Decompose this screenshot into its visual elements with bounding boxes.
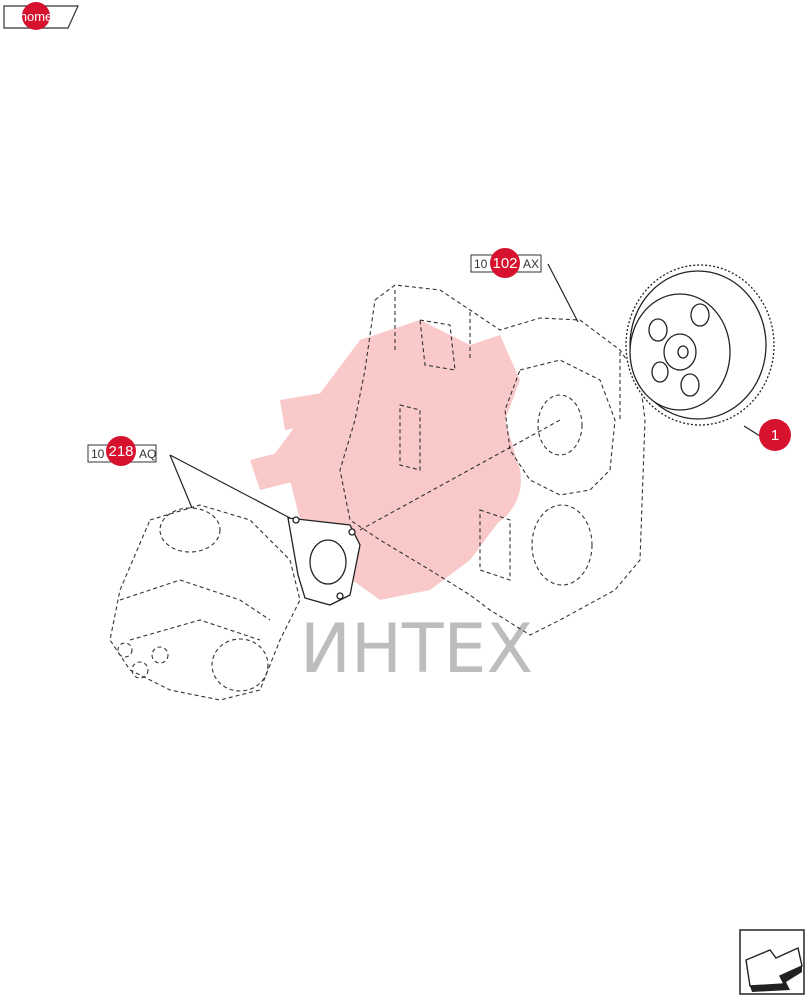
callout-1[interactable]: 1 bbox=[759, 419, 791, 451]
leader-lines bbox=[169, 263, 761, 519]
pump-gasket bbox=[287, 516, 361, 606]
home-button[interactable]: home bbox=[3, 2, 79, 30]
ref-suffix-102: AX bbox=[523, 257, 539, 271]
ref-prefix-218: 10 bbox=[91, 447, 105, 461]
watermark-text: ИНТЕХ bbox=[300, 610, 533, 689]
injection-pump bbox=[109, 504, 301, 701]
gear-housing bbox=[339, 284, 646, 636]
ref-suffix-218: AQ bbox=[139, 447, 156, 461]
callout-1-text: 1 bbox=[771, 427, 779, 444]
callout-102-text: 102 bbox=[492, 255, 517, 272]
reference-label-102[interactable]: 10 AX 102 bbox=[470, 248, 542, 278]
callout-218-text: 218 bbox=[108, 443, 133, 460]
ref-prefix-102: 10 bbox=[474, 257, 488, 271]
pump-drive-gear bbox=[625, 264, 775, 426]
home-label: home bbox=[20, 9, 53, 24]
reference-label-218[interactable]: 10 AQ 218 bbox=[87, 436, 157, 466]
next-arrow-icon[interactable] bbox=[739, 929, 805, 995]
